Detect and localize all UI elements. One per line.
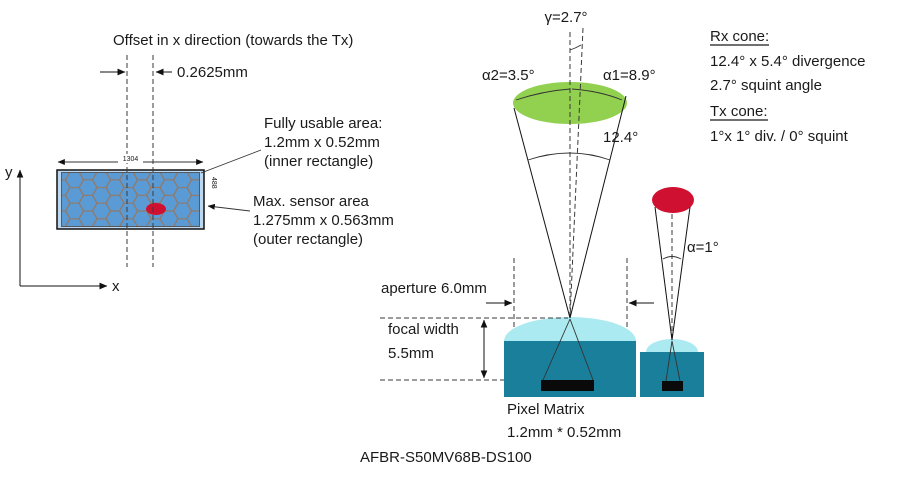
rx-divergence-arc: [527, 152, 611, 161]
legend-rx-divergence: 12.4° x 5.4° divergence: [710, 53, 865, 70]
rx-cone-angle-label: 12.4°: [603, 129, 638, 146]
alpha2-label: α2=3.5°: [482, 67, 535, 84]
tx-cone-red-spot: [652, 187, 694, 213]
sensor-inner-rect: [61, 172, 200, 227]
offset-direction-label: Offset in x direction (towards the Tx): [113, 32, 353, 49]
legend-tx-title: Tx cone:: [710, 103, 768, 120]
tx-lens-dome: [646, 339, 698, 352]
focal-width-label-line2: 5.5mm: [388, 345, 434, 362]
tx-cone-right-line: [671, 206, 691, 341]
max-sensor-area-callout: Max. sensor area 1.275mm x 0.563mm (oute…: [207, 193, 394, 248]
max-sensor-leader-arrow: [207, 203, 251, 212]
legend-rx-title: Rx cone:: [710, 28, 769, 45]
cone-legend: Rx cone: 12.4° x 5.4° divergence 2.7° sq…: [710, 28, 865, 145]
rx-cone-right-line: [569, 95, 627, 319]
tx-divergence-arc: [662, 256, 682, 260]
tx-focus-right-line: [671, 340, 681, 382]
y-axis-label: y: [5, 164, 13, 181]
alpha1-label: α1=8.9°: [603, 67, 656, 84]
pixel-matrix-label-line2: 1.2mm * 0.52mm: [507, 424, 621, 441]
tx-emitter-rect: [662, 381, 683, 391]
tx-alpha-label: α=1°: [687, 239, 719, 256]
optics-side-view: γ=2.7° α2=3.5° α1=8.9° 12.4° α=1° apertu…: [380, 9, 719, 441]
rx-squint-axis-dashed-line: [569, 27, 584, 319]
sensor-top-view: Offset in x direction (towards the Tx) 0…: [5, 32, 394, 295]
max-sensor-line1: Max. sensor area: [253, 193, 370, 210]
gamma-label: γ=2.7°: [544, 9, 587, 26]
rx-cone-left-line: [513, 107, 571, 319]
sensor-red-spot: [146, 203, 166, 215]
fully-usable-area-callout: Fully usable area: 1.2mm x 0.52mm (inner…: [200, 115, 382, 174]
max-sensor-line2: 1.275mm x 0.563mm: [253, 212, 394, 229]
legend-tx-divergence: 1°x 1° div. / 0° squint: [710, 128, 849, 145]
max-sensor-line3: (outer rectangle): [253, 231, 363, 248]
focal-width-label-line1: focal width: [388, 321, 459, 338]
rx-lens-dome: [504, 317, 636, 341]
fully-usable-line2: 1.2mm x 0.52mm: [264, 134, 380, 151]
alpha2-angle-arc: [515, 88, 571, 101]
pixel-matrix-label-line1: Pixel Matrix: [507, 401, 585, 418]
tx-focus-left-line: [665, 340, 673, 382]
legend-rx-squint: 2.7° squint angle: [710, 77, 822, 94]
width-dim-label-bg: [118, 154, 143, 163]
rx-focus-left-line: [542, 318, 571, 381]
height-dim-label: 488: [210, 177, 217, 189]
part-number-label: AFBR-S50MV68B-DS100: [360, 449, 532, 466]
alpha1-angle-arc: [571, 88, 623, 101]
fully-usable-line3: (inner rectangle): [264, 153, 373, 170]
fully-usable-leader-line: [200, 149, 262, 174]
tx-cone-left-line: [654, 206, 673, 341]
fully-usable-line1: Fully usable area:: [264, 115, 382, 132]
offset-value-label: 0.2625mm: [177, 64, 248, 81]
aperture-label: aperture 6.0mm: [381, 280, 487, 297]
x-axis-label: x: [112, 278, 120, 295]
rx-focus-right-line: [569, 318, 594, 381]
width-dim-label: 1304: [123, 156, 139, 163]
gamma-angle-arc: [569, 44, 582, 51]
rx-pixel-matrix-rect: [541, 380, 594, 391]
